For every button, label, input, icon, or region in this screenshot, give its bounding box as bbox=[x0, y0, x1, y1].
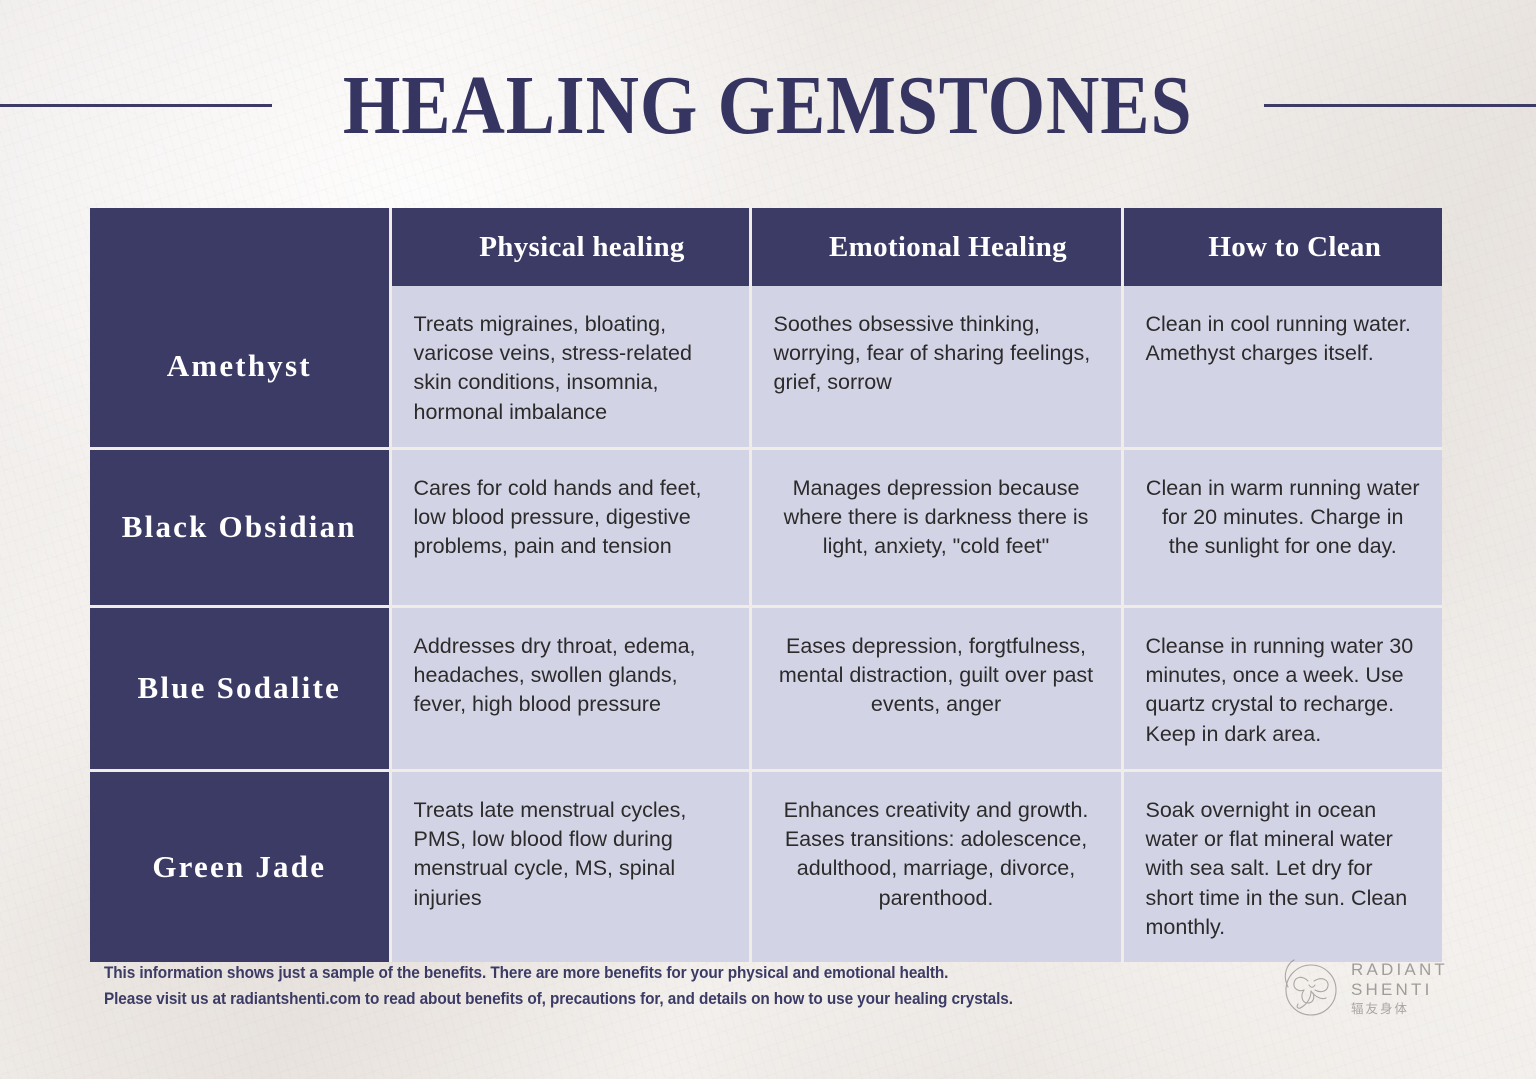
gem-name-blue-sodalite: Blue Sodalite bbox=[90, 604, 392, 771]
header-physical-healing: Physical healing bbox=[390, 208, 752, 286]
table-row: Green Jade Treats late menstrual cycles,… bbox=[90, 768, 1442, 963]
cell-green-jade-emotional: Enhances creativity and growth. Eases tr… bbox=[750, 768, 1124, 963]
logo-line-shenti: SHENTI bbox=[1351, 979, 1433, 999]
cell-black-obsidian-physical: Cares for cold hands and feet, low blood… bbox=[390, 446, 752, 607]
table-row: Amethyst Treats migraines, bloating, var… bbox=[90, 286, 1442, 449]
header-blank-cell bbox=[90, 208, 392, 286]
footer-line-1: This information shows just a sample of … bbox=[104, 964, 949, 982]
header-how-to-clean: How to Clean bbox=[1122, 208, 1442, 286]
cell-blue-sodalite-emotional: Eases depression, forgtfulness, mental d… bbox=[750, 604, 1124, 771]
table-header-row: Physical healing Emotional Healing How t… bbox=[90, 208, 1442, 286]
gem-name-green-jade: Green Jade bbox=[90, 768, 392, 963]
cell-amethyst-clean: Clean in cool running water. Amethyst ch… bbox=[1122, 286, 1442, 449]
cell-green-jade-clean: Soak overnight in ocean water or flat mi… bbox=[1122, 768, 1442, 963]
header-emotional-healing: Emotional Healing bbox=[750, 208, 1124, 286]
logo-cjk-text: 辐友身体 bbox=[1351, 1000, 1410, 1016]
page-title: HEALING GEMSTONES bbox=[343, 59, 1193, 152]
title-rule-left bbox=[0, 104, 272, 107]
logo-line-radiant: RADIANT bbox=[1351, 959, 1449, 979]
gem-name-amethyst: Amethyst bbox=[90, 286, 392, 449]
table-row: Blue Sodalite Addresses dry throat, edem… bbox=[90, 604, 1442, 771]
botanical-circle-icon bbox=[1278, 957, 1342, 1021]
cell-amethyst-physical: Treats migraines, bloating, varicose vei… bbox=[390, 286, 752, 449]
cell-blue-sodalite-physical: Addresses dry throat, edema, headaches, … bbox=[390, 604, 752, 771]
table-row: Black Obsidian Cares for cold hands and … bbox=[90, 446, 1442, 607]
cell-black-obsidian-clean: Clean in warm running water for 20 minut… bbox=[1122, 446, 1442, 607]
cell-black-obsidian-emotional: Manages depression because where there i… bbox=[750, 446, 1124, 607]
gem-name-black-obsidian: Black Obsidian bbox=[90, 446, 392, 607]
cell-blue-sodalite-clean: Cleanse in running water 30 minutes, onc… bbox=[1122, 604, 1442, 771]
gemstone-table: Physical healing Emotional Healing How t… bbox=[90, 208, 1442, 963]
brand-logo: RADIANT SHENTI 辐友身体 bbox=[1278, 952, 1458, 1026]
title-band: HEALING GEMSTONES bbox=[0, 56, 1536, 156]
logo-wordmark: RADIANT SHENTI 辐友身体 bbox=[1351, 960, 1448, 1019]
title-rule-right bbox=[1264, 104, 1536, 107]
footer-disclaimer: This information shows just a sample of … bbox=[104, 960, 1013, 1012]
footer-line-2: Please visit us at radiantshenti.com to … bbox=[104, 990, 1013, 1009]
cell-amethyst-emotional: Soothes obsessive thinking, worrying, fe… bbox=[750, 286, 1124, 449]
cell-green-jade-physical: Treats late menstrual cycles, PMS, low b… bbox=[390, 768, 752, 963]
